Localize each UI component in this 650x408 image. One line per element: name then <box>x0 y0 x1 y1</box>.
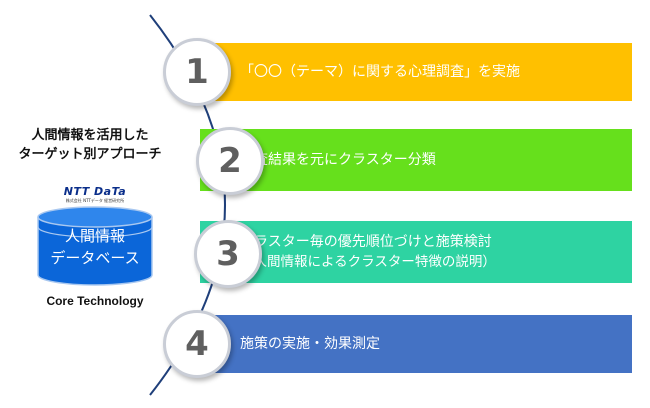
step-number-4: 4 <box>163 310 231 378</box>
brand-logo-text: NTT DaTa <box>63 185 127 198</box>
step-number-2: 2 <box>196 127 264 195</box>
step-bar-2: 調査結果を元にクラスター分類 <box>200 129 632 191</box>
step-4-text: 施策の実施・効果測定 <box>240 336 380 352</box>
database-label-line-1: 人間情報 <box>64 227 125 245</box>
database-label-line-2: データベース <box>50 249 140 267</box>
step-3-subtext: （人間情報によるクラスター特徴の説明） <box>240 254 496 270</box>
step-bar-3: クラスター毎の優先順位づけと施策検討 （人間情報によるクラスター特徴の説明） <box>200 221 632 283</box>
core-technology-label: Core Technology <box>46 294 144 308</box>
step-number-1: 1 <box>163 38 231 106</box>
approach-heading: 人間情報を活用した ターゲット別アプローチ <box>0 126 180 164</box>
database-icon <box>37 206 153 286</box>
step-bar-1: 「〇〇（テーマ）に関する心理調査」を実施 <box>200 43 632 101</box>
step-number-3: 3 <box>194 220 262 288</box>
brand-subtitle: 株式会社 NTTデータ 経営研究所 <box>65 198 125 203</box>
heading-line-1: 人間情報を活用した <box>31 128 149 143</box>
database-cylinder: 人間情報 データベース <box>36 205 154 287</box>
nttdata-logo: NTT DaTa 株式会社 NTTデータ 経営研究所 <box>60 186 130 204</box>
heading-line-2: ターゲット別アプローチ <box>18 147 162 162</box>
step-bar-4: 施策の実施・効果測定 <box>200 315 632 373</box>
step-3-text: クラスター毎の優先順位づけと施策検討 <box>240 234 492 250</box>
step-1-text: 「〇〇（テーマ）に関する心理調査」を実施 <box>240 64 520 80</box>
step-2-text: 調査結果を元にクラスター分類 <box>240 152 436 168</box>
